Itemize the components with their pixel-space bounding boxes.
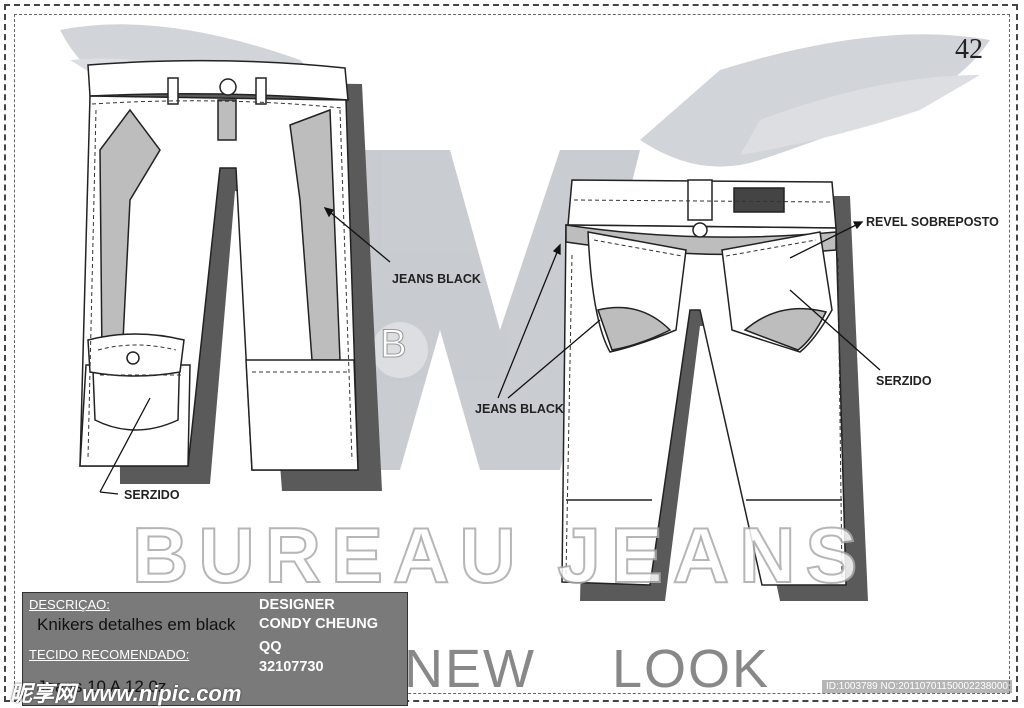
description-value: Knikers detalhes em black [37, 615, 236, 634]
qq-label: QQ [259, 639, 282, 655]
callout-back-rivet: REVEL SOBREPOSTO [866, 215, 999, 229]
callout-front-fabric: JEANS BLACK [392, 272, 481, 286]
callout-back-fabric: JEANS BLACK [475, 402, 564, 416]
spec-info-box: DESCRIÇAO: Knikers detalhes em black TEC… [22, 592, 408, 706]
inner-dashed-frame [14, 14, 1010, 694]
new-label: NEW [404, 639, 536, 699]
logo-letter: B [380, 322, 408, 367]
look-label: LOOK [612, 639, 771, 699]
site-watermark: 昵享网 www.nipic.com [10, 681, 242, 706]
description-label: DESCRIÇAO: [29, 597, 110, 612]
front-view-jeans [79, 59, 359, 471]
callout-front-stitch: SERZIDO [124, 488, 180, 502]
designer-title: DESIGNER [259, 597, 335, 613]
callout-back-stitch: SERZIDO [876, 374, 932, 388]
fabric-value: Jeans 10 A 12 0z [37, 677, 167, 696]
back-view-jeans [561, 179, 847, 586]
image-id-watermark: ID:1003789 NO:20110701150002238000 [821, 680, 1012, 693]
page-number: 42 [955, 34, 983, 65]
callout-arrows [99, 207, 881, 495]
designer-name: CONDY CHEUNG [259, 616, 378, 632]
qq-number: 32107730 [259, 659, 324, 675]
outer-dashed-frame [4, 4, 1018, 702]
fabric-label: TECIDO RECOMENDADO: [29, 647, 190, 662]
